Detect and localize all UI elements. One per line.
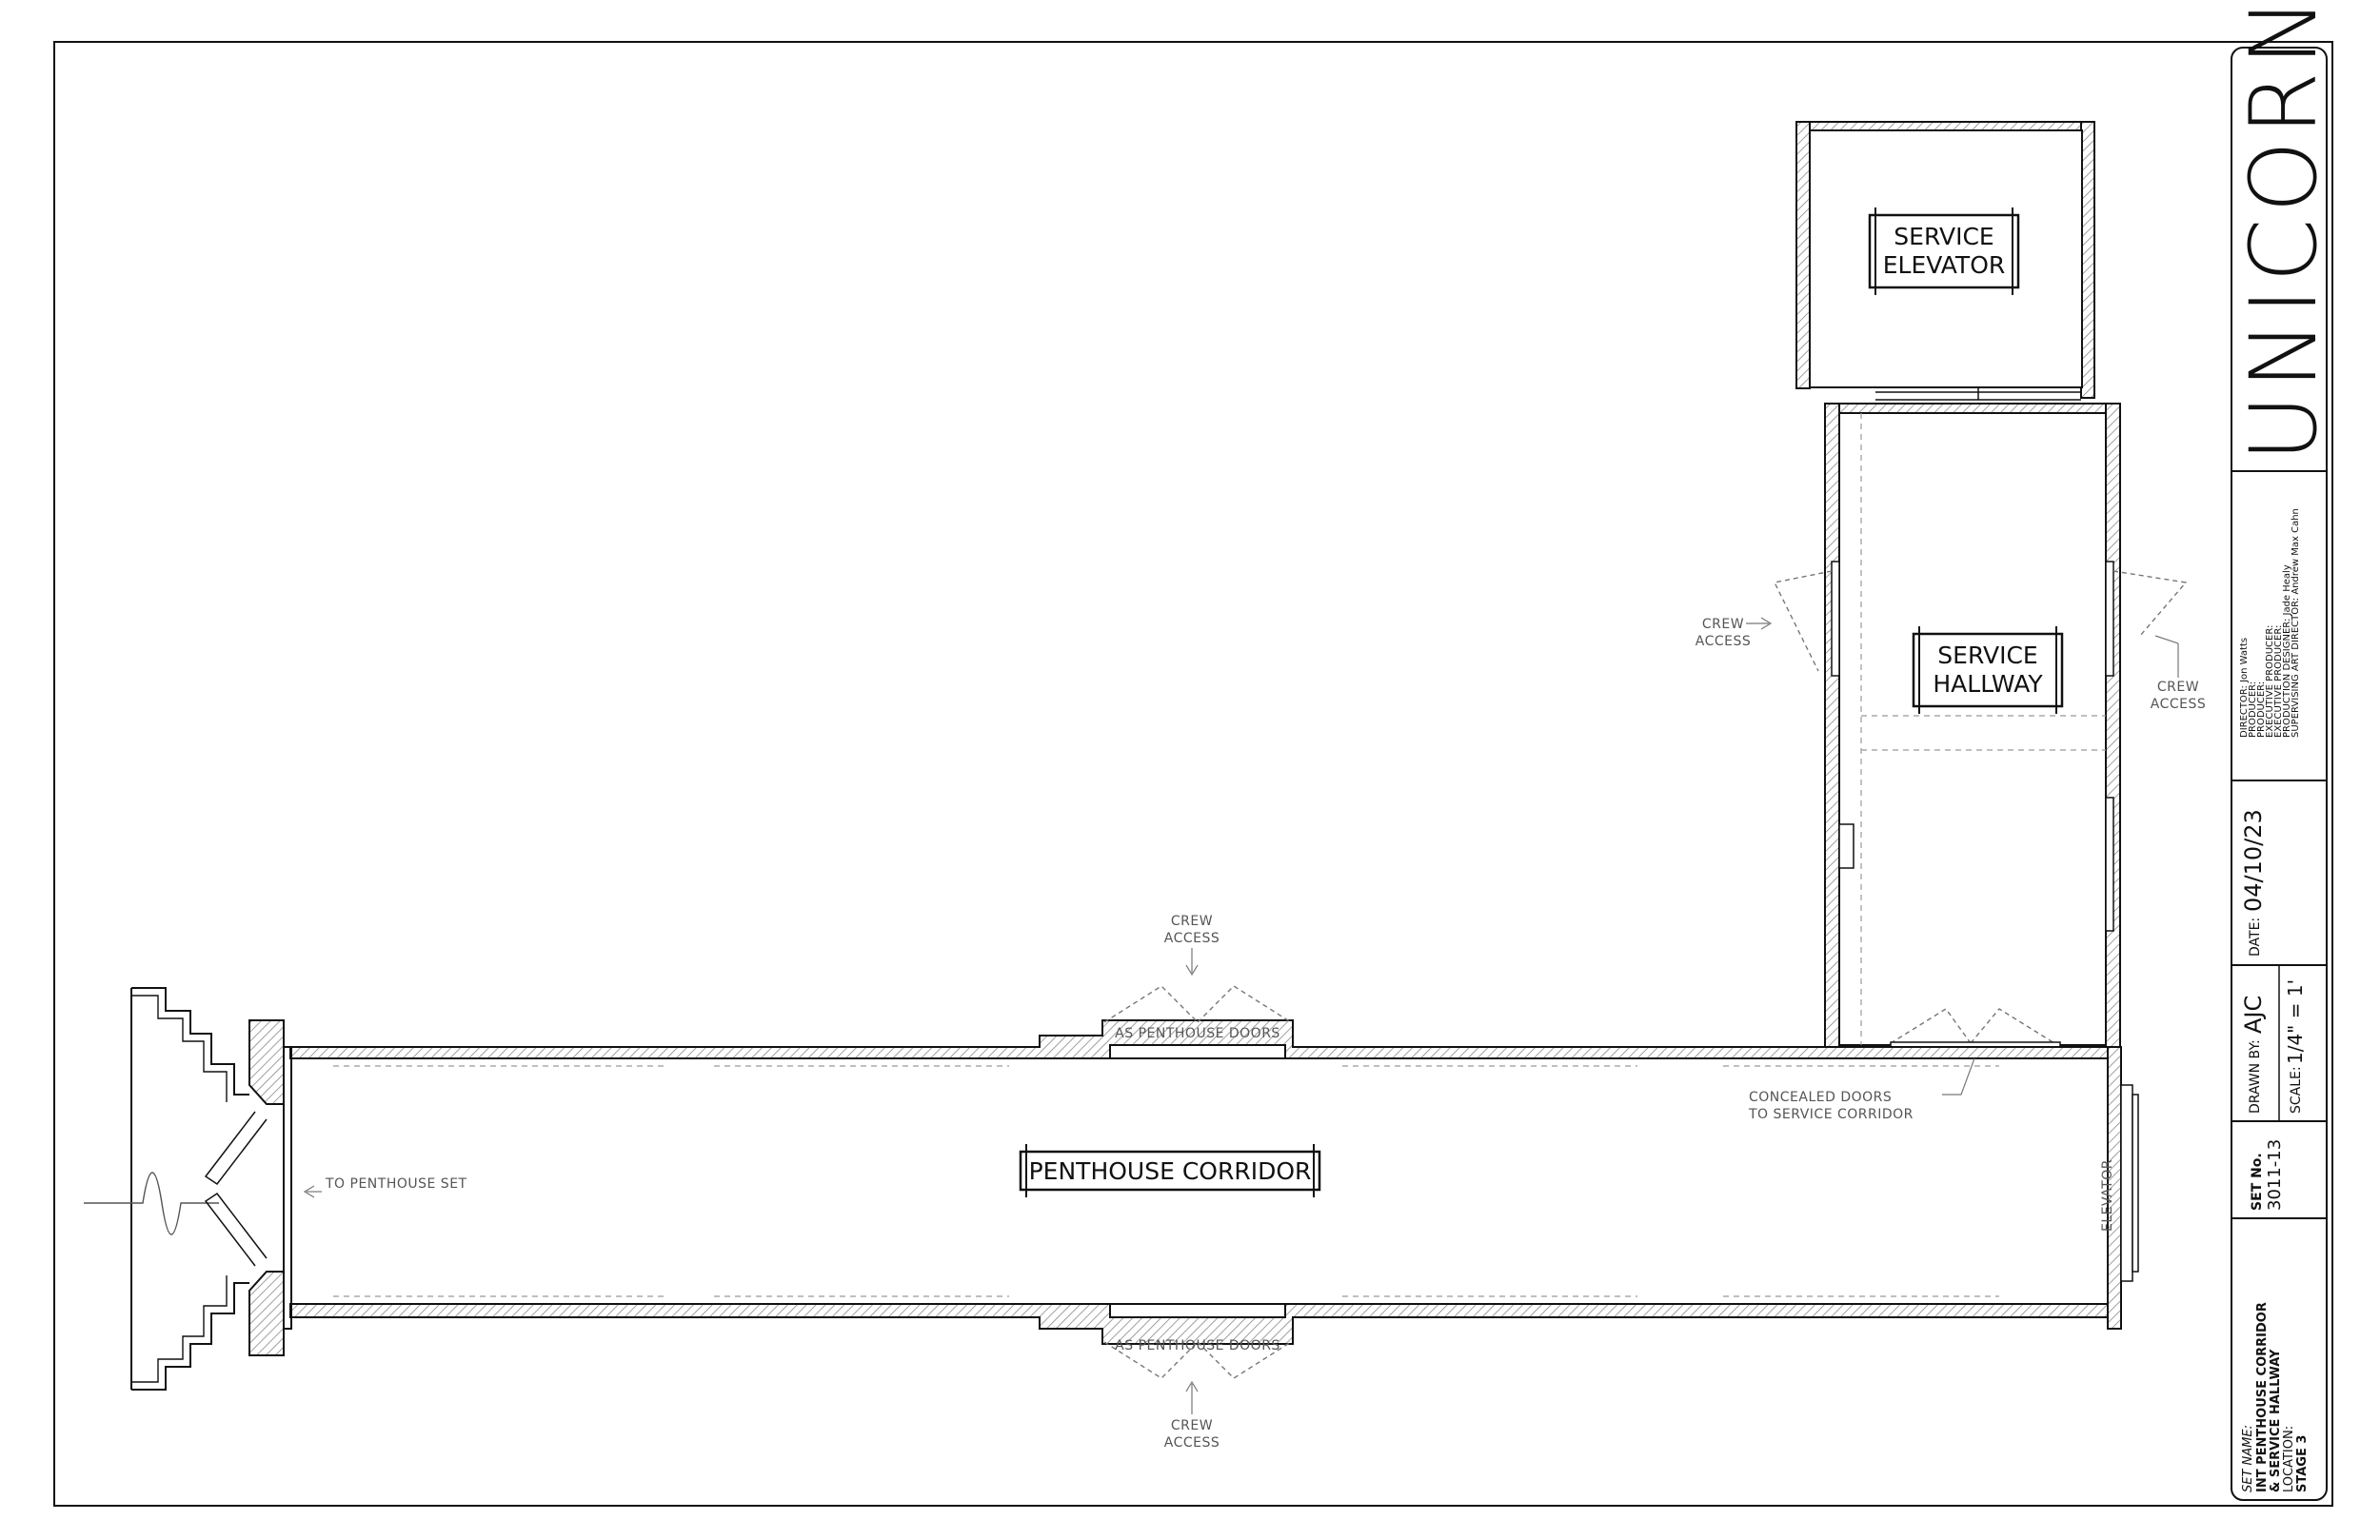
service-elevator-room [1795,121,2095,401]
service-elevator-label-line2: ELEVATOR [1883,251,2006,279]
crew-access-left-line1: CREW [1702,617,1744,632]
date-value: 04/10/23 [2240,809,2267,912]
drawn-by-value: AJC [2240,996,2267,1034]
scale-value: 1/4" = 1' [2284,979,2307,1064]
set-name-line1: INT PENTHOUSE CORRIDOR [2255,1302,2270,1492]
credit-producer-2: PRODUCER: [2256,681,2267,738]
concealed-doors-line2: TO SERVICE CORRIDOR [1748,1107,1914,1122]
crew-access-right-line2: ACCESS [2151,697,2207,712]
penthouse-corridor-label: PENTHOUSE CORRIDOR [1029,1157,1312,1185]
penthouse-entry [84,987,285,1391]
crew-access-bottom-line2: ACCESS [1164,1435,1220,1451]
service-hallway-room [1773,403,2188,1049]
service-hallway-label-box: SERVICE HALLWAY [1912,626,2064,714]
annotations: CREW ACCESS CREW ACCESS AS PENTHOUSE DOO… [303,617,2207,1451]
set-no-label: SET No. [2250,1153,2265,1211]
credit-producer-1: PRODUCER: [2248,681,2258,738]
credit-exec-producer-1: EXECUTIVE PRODUCER: [2265,625,2275,738]
crew-access-bottom-line1: CREW [1171,1418,1213,1433]
elevator-note: ELEVATOR [2100,1159,2115,1232]
credit-production-designer: PRODUCTION DESIGNER: Jade Healy [2282,564,2292,738]
set-name-line2: & SERVICE HALLWAY [2269,1349,2283,1492]
concealed-doors-line1: CONCEALED DOORS [1749,1090,1892,1105]
penthouse-corridor-room [283,985,2139,1379]
crew-access-top-line2: ACCESS [1164,931,1220,946]
service-elevator-label-line1: SERVICE [1894,223,1993,250]
unicorn-logo: UNICORN [2231,0,2337,462]
set-no-value: 3011-13 [2265,1139,2285,1211]
credit-exec-producer-2: EXECUTIVE PRODUCER: [2273,625,2284,738]
crew-access-left-line2: ACCESS [1696,634,1752,649]
set-name-label: SET NAME: [2241,1425,2255,1492]
service-hallway-label-line1: SERVICE [1937,642,2037,669]
crew-access-top-line1: CREW [1171,914,1213,929]
service-hallway-label-line2: HALLWAY [1933,670,2043,698]
scale-label: SCALE: [2289,1066,2304,1114]
sheet-border [53,41,2333,1507]
as-penthouse-doors-top: AS PENTHOUSE DOORS [1115,1026,1280,1041]
service-elevator-label-box: SERVICE ELEVATOR [1868,207,2020,295]
location-value: STAGE 3 [2295,1435,2310,1492]
date-label: DATE: [2248,918,2263,957]
location-label: LOCATION: [2282,1426,2296,1492]
drawn-by-label: DRAWN BY: [2248,1039,2263,1114]
as-penthouse-doors-bottom: AS PENTHOUSE DOORS [1115,1338,1280,1353]
credit-director: DIRECTOR: Jon Watts [2239,638,2250,738]
penthouse-corridor-label-box: PENTHOUSE CORRIDOR [1019,1144,1321,1197]
title-block: UNICORN DIRECTOR: Jon Watts PRODUCER: PR… [2231,0,2337,1501]
to-penthouse-set-note: TO PENTHOUSE SET [325,1176,467,1192]
credit-supervising-art-director: SUPERVISING ART DIRECTOR: Andrew Max Cah… [2291,508,2301,738]
credits-list: DIRECTOR: Jon Watts PRODUCER: PRODUCER: … [2239,508,2301,738]
crew-access-right-line1: CREW [2157,680,2199,695]
